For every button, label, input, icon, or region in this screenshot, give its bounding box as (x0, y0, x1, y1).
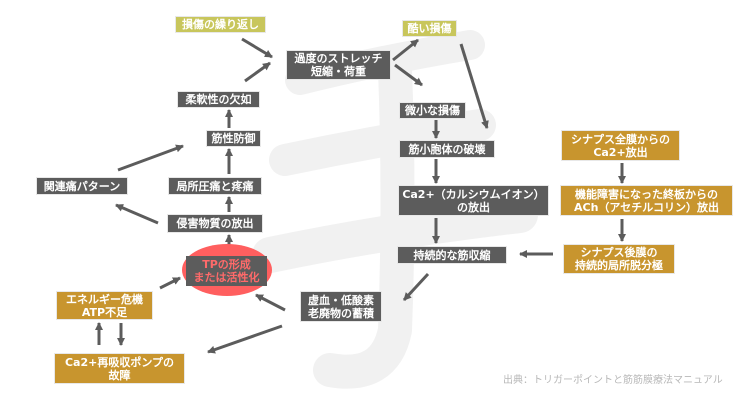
arrow-energy-to-tp (159, 276, 181, 290)
arrow-ischemia-to-tp (255, 293, 286, 312)
node-repeated-injury: 損傷の繰り返し (175, 16, 266, 33)
node-sustained-contraction: 持続的な筋収縮 (397, 246, 507, 264)
node-ca-release: Ca2+（カルシウムイオン） の放出 (398, 185, 549, 216)
arrow-overstretch-to-severe (392, 38, 419, 62)
node-depolarization: シナプス後膜の 持続的局所脱分極 (563, 244, 675, 274)
node-ach-release: 機能障害になった終板からの ACh（アセチルコリン）放出 (560, 185, 733, 216)
node-ischemia: 虚血・低酸素 老廃物の蓄積 (300, 291, 382, 322)
node-overstretch: 過度のストレッチ 短縮・荷重 (286, 50, 391, 80)
node-ca-pump-failure: Ca2+再吸収ポンプの 故障 (54, 353, 185, 384)
node-energy-crisis: エネルギー危機 ATP不足 (56, 291, 153, 320)
arrow-noxious-to-referred (115, 203, 159, 225)
node-tp-formation: TPの形成 または活性化 (186, 256, 267, 286)
source-citation: 出典：トリガーポイントと筋筋膜療法マニュアル (503, 375, 723, 386)
arrow-referred-to-guarding (117, 144, 184, 172)
node-lack-flexibility: 柔軟性の欠如 (177, 91, 260, 108)
node-muscle-guarding: 筋性防御 (206, 130, 261, 147)
node-synapse-ca-release: シナプス全膜からの Ca2+放出 (561, 130, 680, 161)
arrow-ischemia-to-pump (207, 324, 283, 354)
node-noxious-release: 侵害物質の放出 (167, 214, 263, 233)
node-local-tenderness: 局所圧痛と疼痛 (168, 177, 262, 195)
node-severe-injury: 酷い損傷 (402, 20, 457, 37)
arrow-severe-to-contraction (459, 43, 489, 129)
node-micro-injury: 微小な損傷 (399, 102, 466, 119)
arrow-flexibility-to-overstretch (244, 61, 271, 83)
node-referred-pain: 関連痛パターン (36, 177, 128, 195)
arrow-repeated-to-overstretch (241, 37, 273, 59)
arrow-overstretch-to-micro (394, 63, 423, 87)
node-sr-destruction: 筋小胞体の破壊 (399, 140, 495, 158)
arrow-contraction-to-ischemia (402, 272, 430, 302)
